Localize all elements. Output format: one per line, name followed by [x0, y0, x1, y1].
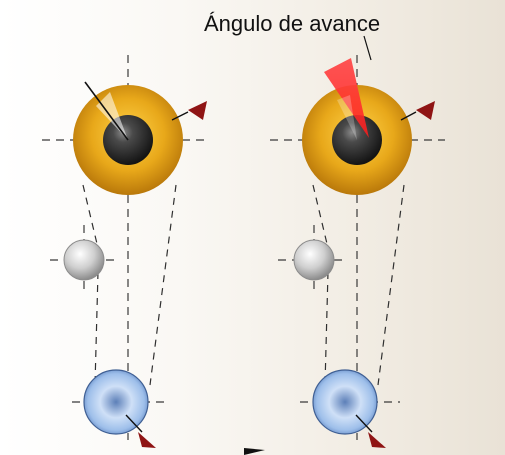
left-crank-timing-line — [125, 414, 143, 433]
right-cam-hub — [332, 115, 382, 165]
right-assembly: Ángulo de avance — [204, 11, 445, 455]
right-crank-timing-line — [355, 414, 373, 433]
advance-angle-wedge-icon — [324, 58, 369, 138]
left-reference-line — [84, 81, 129, 141]
right-crank-pulley — [312, 369, 378, 435]
left-assembly — [42, 55, 210, 448]
timing-mark-icon — [188, 101, 207, 120]
left-crank-pulley — [83, 369, 149, 435]
left-belt-right — [149, 184, 177, 386]
right-reference-wedge — [337, 95, 357, 140]
left-idler-pulley — [63, 239, 105, 281]
label-leader-line — [363, 35, 372, 61]
left-timing-mark-stem — [171, 111, 189, 121]
left-belt-left-lower — [94, 271, 99, 386]
left-belt-left-upper — [82, 184, 99, 249]
right-belt-right — [377, 184, 405, 386]
timing-mark-icon — [416, 101, 435, 120]
advance-angle-label: Ángulo de avance — [204, 11, 380, 36]
right-belt-left-lower — [324, 271, 329, 386]
bottom-arrow-fragment-icon — [244, 448, 265, 455]
right-belt-left-upper — [312, 184, 329, 249]
timing-mark-icon — [368, 432, 386, 448]
right-idler-pulley — [293, 239, 335, 281]
timing-mark-icon — [138, 432, 156, 448]
right-timing-mark-stem — [400, 111, 417, 121]
